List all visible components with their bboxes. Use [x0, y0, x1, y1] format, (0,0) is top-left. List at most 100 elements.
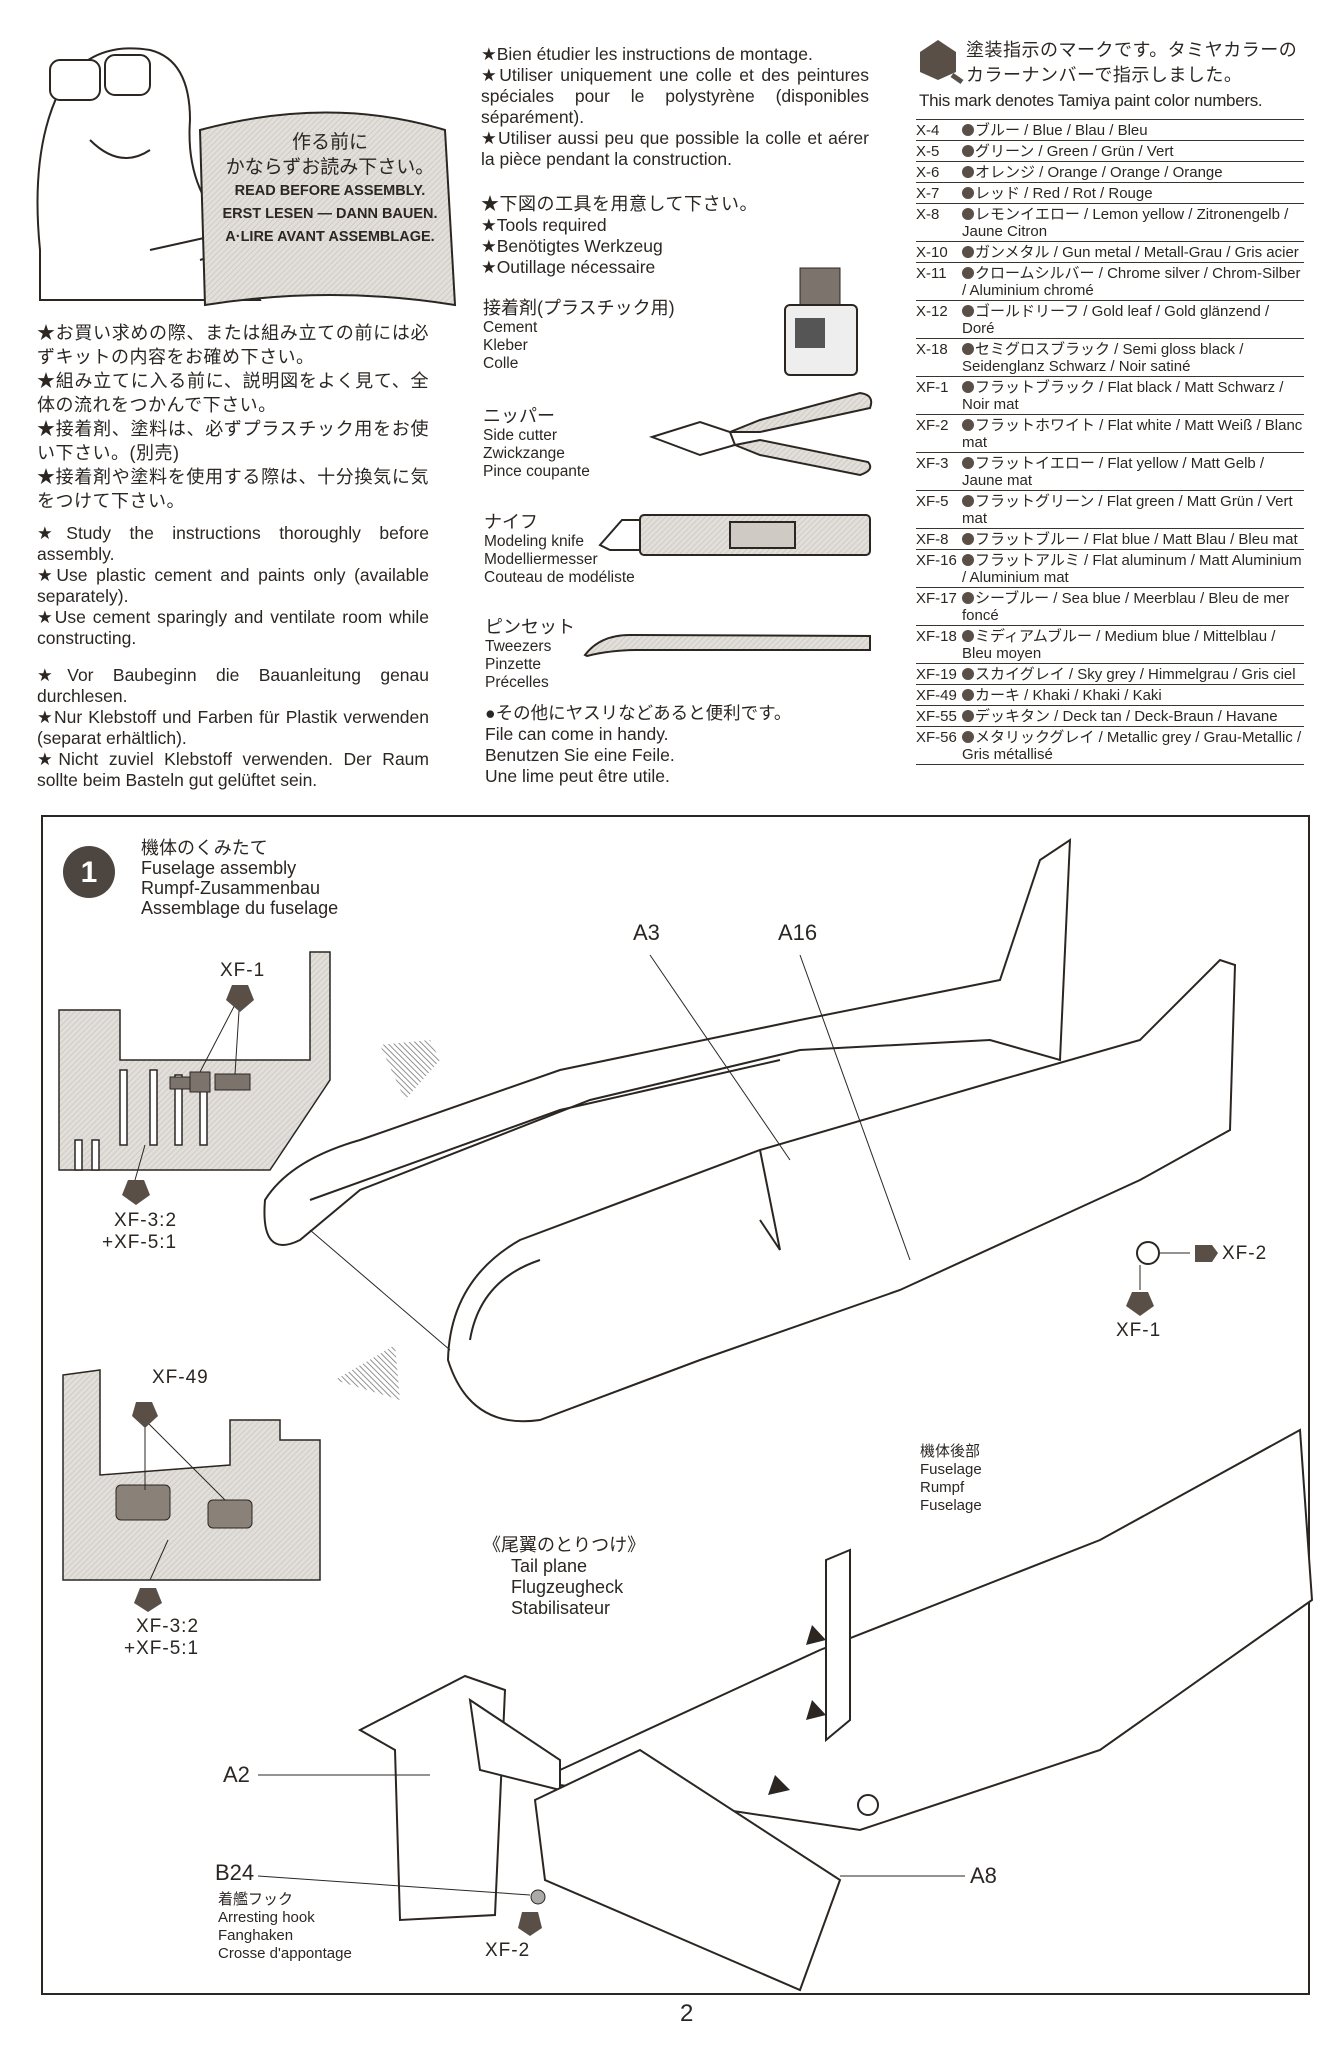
- paint-name: / Flat aluminum / Matt Aluminium / Alumi…: [962, 552, 1302, 586]
- rear-de: Rumpf: [920, 1479, 965, 1496]
- paint-desc: シーブルー / Sea blue / Meerblau / Bleu de me…: [962, 590, 1304, 624]
- tool-fr: Colle: [483, 355, 519, 372]
- paint-desc: レモンイエロー / Lemon yellow / Zitronengelb / …: [962, 206, 1304, 240]
- banner-en: READ BEFORE ASSEMBLY.: [234, 183, 426, 199]
- note: ★Bien étudier les instructions de montag…: [481, 44, 813, 64]
- paint-code: XF-18: [916, 628, 957, 645]
- paint-desc: フラットブルー / Flat blue / Matt Blau / Bleu m…: [962, 531, 1304, 548]
- fuselage-left-half: [263, 838, 1072, 1246]
- note: ★接着剤や塗料を使用する際は、十分換気に気をつけて下さい。: [37, 467, 429, 511]
- tail-jp: 《尾翼のとりつけ》: [483, 1535, 646, 1555]
- paint-name: / Sky grey / Himmelgrau / Gris ciel: [1064, 666, 1296, 683]
- paint-label: XF-1: [220, 960, 266, 981]
- paint-code: X-8: [916, 206, 940, 223]
- read-before-banner: 作る前に かならずお読み下さい。 READ BEFORE ASSEMBLY. E…: [215, 130, 445, 249]
- paint-name-jp: ゴールドリーフ: [975, 303, 1080, 320]
- note: ★Nur Klebstoff und Farben für Plastik ve…: [37, 707, 429, 748]
- cockpit-inset-1: [58, 951, 331, 1205]
- paint-code: X-5: [916, 143, 940, 160]
- part-label-a3: A3: [633, 920, 660, 945]
- note: ★お買い求めの際、または組み立ての前には必ずキットの内容をお確め下さい。: [37, 323, 429, 367]
- paint-name: / Flat black / Matt Schwarz / Noir mat: [962, 379, 1284, 413]
- paint-mark-icon: [1126, 1292, 1154, 1316]
- paint-dot-icon: [962, 630, 974, 642]
- arresting-hook-part: [530, 1889, 546, 1905]
- file-note-fr: Une lime peut être utile.: [485, 766, 670, 786]
- part-label-a8: A8: [970, 1863, 997, 1888]
- paint-column: 塗装指示のマークです。タミヤカラーのカラーナンバーで指示しました。 This m…: [916, 38, 1306, 765]
- paint-desc: オレンジ / Orange / Orange / Orange: [962, 164, 1304, 181]
- rear-fr: Fuselage: [920, 1497, 982, 1514]
- tail-plane-label: 《尾翼のとりつけ》 Tail plane Flugzeugheck Stabil…: [483, 1535, 645, 1619]
- modeling-knife-icon: [598, 514, 871, 556]
- paint-name: / Flat yellow / Matt Gelb / Jaune mat: [962, 455, 1265, 489]
- paint-name: / Flat green / Matt Grün / Vert mat: [962, 493, 1293, 527]
- tools-header-jp: ★下図の工具を用意して下さい。: [481, 194, 758, 214]
- note: ★Nicht zuviel Klebstoff verwenden. Der R…: [37, 749, 429, 790]
- hook-jp: 着艦フック: [218, 1891, 294, 1908]
- paint-code: X-18: [916, 341, 948, 358]
- step-title-en: Fuselage assembly: [141, 858, 297, 878]
- paint-dot-icon: [962, 592, 974, 604]
- paint-name-jp: セミグロスブラック: [975, 341, 1111, 358]
- paint-dot-icon: [962, 145, 974, 157]
- paint-dot-icon: [962, 166, 974, 178]
- tool-jp: ナイフ: [484, 512, 538, 532]
- note: ★Vor Baubeginn die Bauanleitung genau du…: [37, 665, 429, 706]
- paint-label: XF-3:2 +XF-5:1: [124, 1616, 199, 1660]
- step-title-jp: 機体のくみたて: [141, 838, 268, 858]
- rear-jp: 機体後部: [920, 1443, 981, 1460]
- paint-name: / Orange / Orange / Orange: [1035, 164, 1223, 181]
- step-title-fr: Assemblage du fuselage: [141, 898, 339, 918]
- paint-dot-icon: [962, 208, 974, 220]
- page-number: 2: [680, 2000, 694, 2027]
- paint-dot-icon: [962, 381, 974, 393]
- paint-mark-icon: [920, 40, 956, 80]
- paint-name: / Sea blue / Meerblau / Bleu de mer fonc…: [962, 590, 1290, 624]
- stabilizer-a8: [533, 1748, 842, 1992]
- paint-code: XF-1: [916, 379, 949, 396]
- note: ★接着剤、塗料は、必ずプラスチック用をお使い下さい。(別売): [37, 419, 429, 463]
- step-number-circle: [63, 846, 115, 898]
- paint-mix-a: XF-3:2: [136, 1616, 200, 1637]
- arrow-icon: [768, 1775, 790, 1795]
- tool-fr: Pince coupante: [483, 463, 590, 480]
- paint-name: / Semi gloss black / Seidenglanz Schwarz…: [962, 341, 1244, 375]
- tools-header-de: ★Benötigtes Werkzeug: [481, 236, 663, 256]
- file-note-jp: ●その他にヤスリなどあると便利です。: [485, 703, 792, 723]
- paint-name: / Gun metal / Metall-Grau / Gris acier: [1049, 244, 1299, 261]
- notes-english: ★Study the instructions thoroughly befor…: [37, 523, 429, 649]
- tool-jp: ピンセット: [485, 617, 575, 637]
- tools-header: ★下図の工具を用意して下さい。 ★Tools required ★Benötig…: [481, 193, 869, 278]
- paint-row: X-8 レモンイエロー / Lemon yellow / Zitronengelb…: [916, 203, 1304, 241]
- paint-code: XF-3: [916, 455, 949, 472]
- part-label-a2: A2: [223, 1762, 250, 1787]
- tool-de: Zwickzange: [483, 445, 565, 462]
- tweezers-icon: [583, 633, 871, 658]
- paint-name-jp: レモンイエロー: [975, 206, 1080, 223]
- paint-dot-icon: [962, 187, 974, 199]
- paint-desc: レッド / Red / Rot / Rouge: [962, 185, 1304, 202]
- paint-desc: フラットイエロー / Flat yellow / Matt Gelb / Jau…: [962, 455, 1304, 489]
- paint-dot-icon: [962, 305, 974, 317]
- paint-dot-icon: [962, 246, 974, 258]
- paint-code: X-7: [916, 185, 940, 202]
- paint-desc: フラットグリーン / Flat green / Matt Grün / Vert…: [962, 493, 1304, 527]
- paint-code: X-11: [916, 265, 947, 282]
- paint-name-jp: カーキ: [975, 687, 1021, 704]
- paint-name-jp: フラットホワイト: [975, 417, 1096, 434]
- hook-en: Arresting hook: [218, 1909, 315, 1926]
- paint-name: / Flat white / Matt Weiß / Blanc mat: [962, 417, 1303, 451]
- paint-name-jp: フラットイエロー: [975, 455, 1095, 472]
- paint-name-jp: フラットアルミ: [975, 552, 1080, 569]
- paint-code: X-4: [916, 122, 940, 139]
- paint-name-jp: フラットグリーン: [975, 493, 1095, 510]
- table-rule: [916, 764, 1304, 765]
